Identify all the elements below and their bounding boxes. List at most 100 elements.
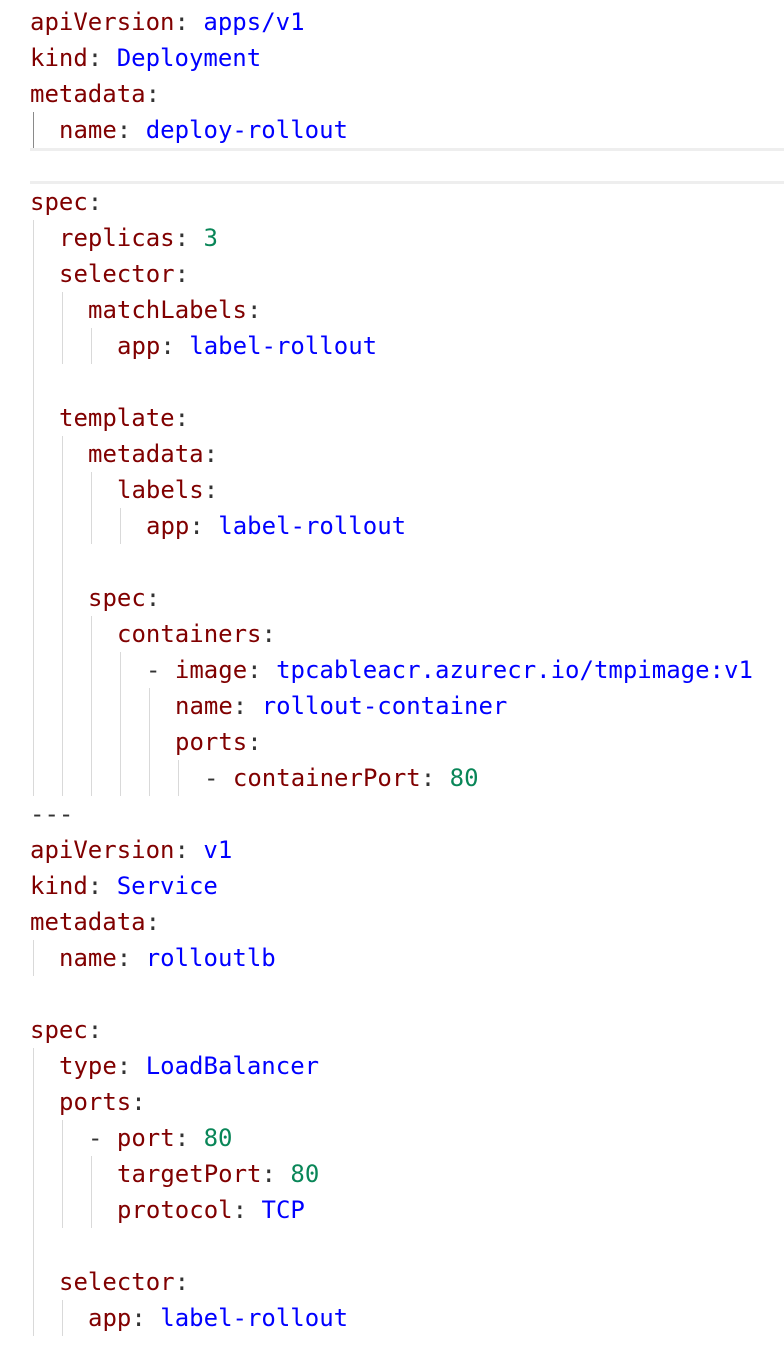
indent-guide: [33, 292, 34, 328]
indent-guide: [33, 724, 34, 760]
code-line[interactable]: name: deploy-rollout: [0, 112, 784, 148]
code-line[interactable]: replicas: 3: [0, 220, 784, 256]
indent-guide: [33, 1228, 34, 1264]
line-text: kind: Service: [30, 868, 218, 904]
yaml-value: rollout-container: [261, 692, 508, 720]
indent-guide: [33, 760, 34, 796]
indent-guide: [62, 616, 63, 652]
indent-guide: [62, 652, 63, 688]
indent-guide: [91, 328, 92, 364]
indent-guide: [62, 760, 63, 796]
code-line[interactable]: targetPort: 80: [0, 1156, 784, 1192]
yaml-punctuation: :: [174, 8, 204, 36]
indent-guide: [62, 1192, 63, 1228]
yaml-number: 80: [203, 1124, 233, 1152]
yaml-key: app: [146, 512, 190, 540]
indent-guide: [120, 760, 121, 796]
yaml-punctuation: :: [174, 404, 190, 432]
code-line[interactable]: [0, 544, 784, 580]
indent-guide: [33, 688, 34, 724]
indent-guide: [62, 1156, 63, 1192]
yaml-key: template: [59, 404, 175, 432]
yaml-punctuation: :: [203, 476, 219, 504]
yaml-number: 3: [203, 224, 218, 252]
indent-guide: [149, 760, 150, 796]
code-line[interactable]: containers:: [0, 616, 784, 652]
indent-guide: [33, 436, 34, 472]
yaml-key: metadata: [30, 80, 146, 108]
line-text: targetPort: 80: [117, 1156, 319, 1192]
indent-guide: [62, 328, 63, 364]
code-line[interactable]: metadata:: [0, 904, 784, 940]
yaml-punctuation: :: [189, 512, 219, 540]
indent-guide: [33, 256, 34, 292]
yaml-key: containers: [117, 620, 262, 648]
code-line[interactable]: selector:: [0, 1264, 784, 1300]
yaml-punctuation: :: [174, 224, 204, 252]
code-line[interactable]: spec:: [0, 580, 784, 616]
code-line[interactable]: ports:: [0, 1084, 784, 1120]
indent-guide: [91, 508, 92, 544]
code-line[interactable]: kind: Deployment: [0, 40, 784, 76]
code-line[interactable]: [0, 364, 784, 400]
code-line[interactable]: [0, 976, 784, 1012]
yaml-key: name: [59, 944, 117, 972]
yaml-punctuation: :: [174, 1268, 190, 1296]
code-line[interactable]: - containerPort: 80: [0, 760, 784, 796]
code-line[interactable]: apiVersion: apps/v1: [0, 4, 784, 40]
yaml-key: kind: [30, 44, 88, 72]
current-line[interactable]: [30, 148, 784, 184]
indent-guide: [120, 652, 121, 688]
line-text: ports:: [175, 724, 262, 760]
code-line[interactable]: app: label-rollout: [0, 508, 784, 544]
code-line[interactable]: - image: tpcableacr.azurecr.io/tmpimage:…: [0, 652, 784, 688]
line-text: - port: 80: [88, 1120, 233, 1156]
yaml-punctuation: :: [131, 1088, 146, 1116]
line-text: metadata:: [88, 436, 218, 472]
code-line[interactable]: metadata:: [0, 436, 784, 472]
line-text: apiVersion: apps/v1: [30, 4, 305, 40]
line-text: labels:: [117, 472, 218, 508]
yaml-punctuation: :: [246, 296, 262, 324]
yaml-punctuation: :: [116, 116, 146, 144]
indent-guide: [33, 472, 34, 508]
code-line[interactable]: app: label-rollout: [0, 1300, 784, 1336]
yaml-dash: ---: [30, 800, 74, 828]
code-line[interactable]: name: rollout-container: [0, 688, 784, 724]
line-text: type: LoadBalancer: [59, 1048, 319, 1084]
yaml-punctuation: :: [174, 260, 190, 288]
yaml-value: rolloutlb: [145, 944, 276, 972]
code-line[interactable]: selector:: [0, 256, 784, 292]
code-line[interactable]: app: label-rollout: [0, 328, 784, 364]
indent-guide: [33, 652, 34, 688]
yaml-punctuation: :: [203, 440, 219, 468]
code-line[interactable]: - port: 80: [0, 1120, 784, 1156]
code-line[interactable]: ports:: [0, 724, 784, 760]
code-line[interactable]: matchLabels:: [0, 292, 784, 328]
line-text: name: deploy-rollout: [59, 112, 348, 148]
code-line[interactable]: template:: [0, 400, 784, 436]
code-line[interactable]: ---: [0, 796, 784, 832]
yaml-dash: -: [204, 764, 233, 792]
code-line[interactable]: name: rolloutlb: [0, 940, 784, 976]
code-line[interactable]: protocol: TCP: [0, 1192, 784, 1228]
indent-guide: [33, 508, 34, 544]
indent-guide: [62, 580, 63, 616]
code-line[interactable]: type: LoadBalancer: [0, 1048, 784, 1084]
yaml-punctuation: :: [160, 332, 190, 360]
yaml-value: LoadBalancer: [145, 1052, 320, 1080]
yaml-key: ports: [59, 1088, 132, 1116]
code-line[interactable]: apiVersion: v1: [0, 832, 784, 868]
code-line[interactable]: kind: Service: [0, 868, 784, 904]
indent-guide: [62, 436, 63, 472]
code-line[interactable]: labels:: [0, 472, 784, 508]
code-line[interactable]: spec:: [0, 184, 784, 220]
code-line[interactable]: metadata:: [0, 76, 784, 112]
code-line[interactable]: spec:: [0, 1012, 784, 1048]
yaml-punctuation: :: [261, 1160, 291, 1188]
yaml-key: metadata: [88, 440, 204, 468]
code-line[interactable]: [0, 1228, 784, 1264]
yaml-number: 80: [290, 1160, 320, 1188]
indent-guide: [33, 616, 34, 652]
